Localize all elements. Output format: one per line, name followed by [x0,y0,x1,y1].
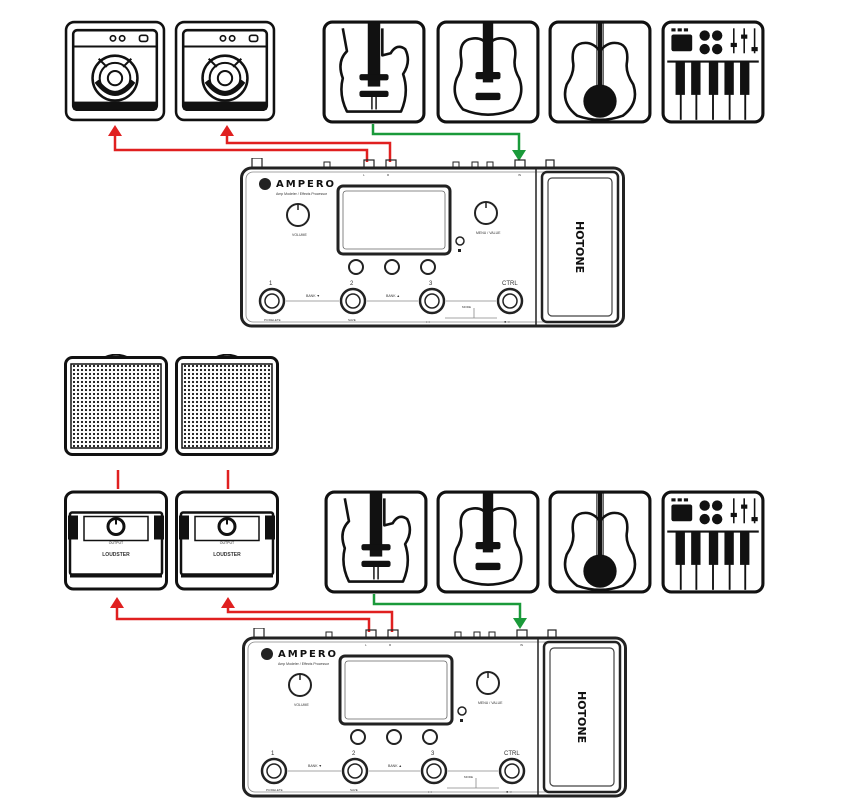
footswitch-2-caption: SAVE [348,318,356,322]
jack-label-r: R [387,173,390,177]
classical-guitar-icon [550,22,650,122]
mode-label: MODE [464,775,473,779]
amp-head-icon [176,22,274,120]
keyboard-icon [661,20,765,124]
output-cable-right [220,125,392,162]
jack-label-l: L [363,173,365,177]
power-amp-right: OUTPUT LOUDSTER [175,490,279,591]
brand-logo-text: AMPERO [278,649,338,660]
menu-value-label: MENU / VALUE [476,231,501,235]
footswitch-3-number: 3 [431,751,435,757]
footswitch-3-number: 3 [429,281,433,287]
ampero-device: AMPERO Amp Modeler / Effects Processor V… [242,628,627,798]
electric-guitar-icon [324,490,428,594]
output-cable-right [221,597,394,632]
classical-guitar-icon [550,492,650,592]
bank-up-label: BANK ▲ [386,294,400,298]
brand-subtitle: Amp Modeler / Effects Processor [278,662,330,666]
footswitch-3-caption: • • [426,319,431,324]
footswitch-1-caption: PC/DELETE [264,318,281,322]
bank-up-label: BANK ▲ [388,764,402,768]
footswitch-2-caption: SAVE [350,788,358,792]
jack-label-in: IN [518,173,521,177]
jack-label-in: IN [520,643,523,647]
footswitch-ctrl-label: CTRL [502,281,518,287]
output-cable-left [108,125,369,162]
brand-subtitle: Amp Modeler / Effects Processor [276,192,328,196]
footswitch-ctrl-caption: ● ○ [504,319,511,324]
power-amp-label: LOUDSTER [213,552,241,558]
footswitch-1-caption: PC/DELETE [266,788,283,792]
acoustic-guitar-icon [436,490,540,594]
power-amp-knob-label: OUTPUT [109,541,124,545]
output-amp-head-2 [176,22,274,120]
footswitch-ctrl-label: CTRL [504,751,520,757]
speaker-cabinet-icon [64,354,168,457]
input-cable [371,124,526,161]
diagram-1: AMPERO Amp Modeler / Effects Processor V… [66,20,765,328]
footswitch-3-caption: • • [428,789,433,794]
ampero-device: AMPERO Amp Modeler / Effects Processor V… [240,158,625,328]
electric-guitar-icon [322,20,426,124]
output-amp-head-1 [66,22,164,120]
amp-head-icon [66,22,164,120]
diagram-2: OUTPUT LOUDSTER OUTPUT LOUDSTER [64,354,765,798]
mode-label: MODE [462,305,471,309]
jack-label-r: R [389,643,392,647]
footswitch-1-number: 1 [271,751,275,757]
power-amp-knob-label: OUTPUT [220,541,235,545]
footswitch-2-number: 2 [352,751,356,757]
power-amp-label: LOUDSTER [102,552,130,558]
footswitch-ctrl-caption: ● ○ [506,789,513,794]
keyboard-icon [661,490,765,594]
speaker-cabinet-icon [175,354,279,457]
output-cable-left [110,597,371,632]
hotone-logo: HOTONE [575,691,588,743]
volume-label: VOLUME [294,703,309,707]
power-amp-left: OUTPUT LOUDSTER [64,490,168,591]
volume-label: VOLUME [292,233,307,237]
footswitch-1-number: 1 [269,281,273,287]
bank-down-label: BANK ▼ [306,294,320,298]
footswitch-2-number: 2 [350,281,354,287]
input-cable [372,594,527,629]
hotone-logo: HOTONE [573,221,586,273]
brand-logo-text: AMPERO [276,179,336,190]
jack-label-l: L [365,643,367,647]
menu-value-label: MENU / VALUE [478,701,503,705]
acoustic-guitar-icon [436,20,540,124]
bank-down-label: BANK ▼ [308,764,322,768]
